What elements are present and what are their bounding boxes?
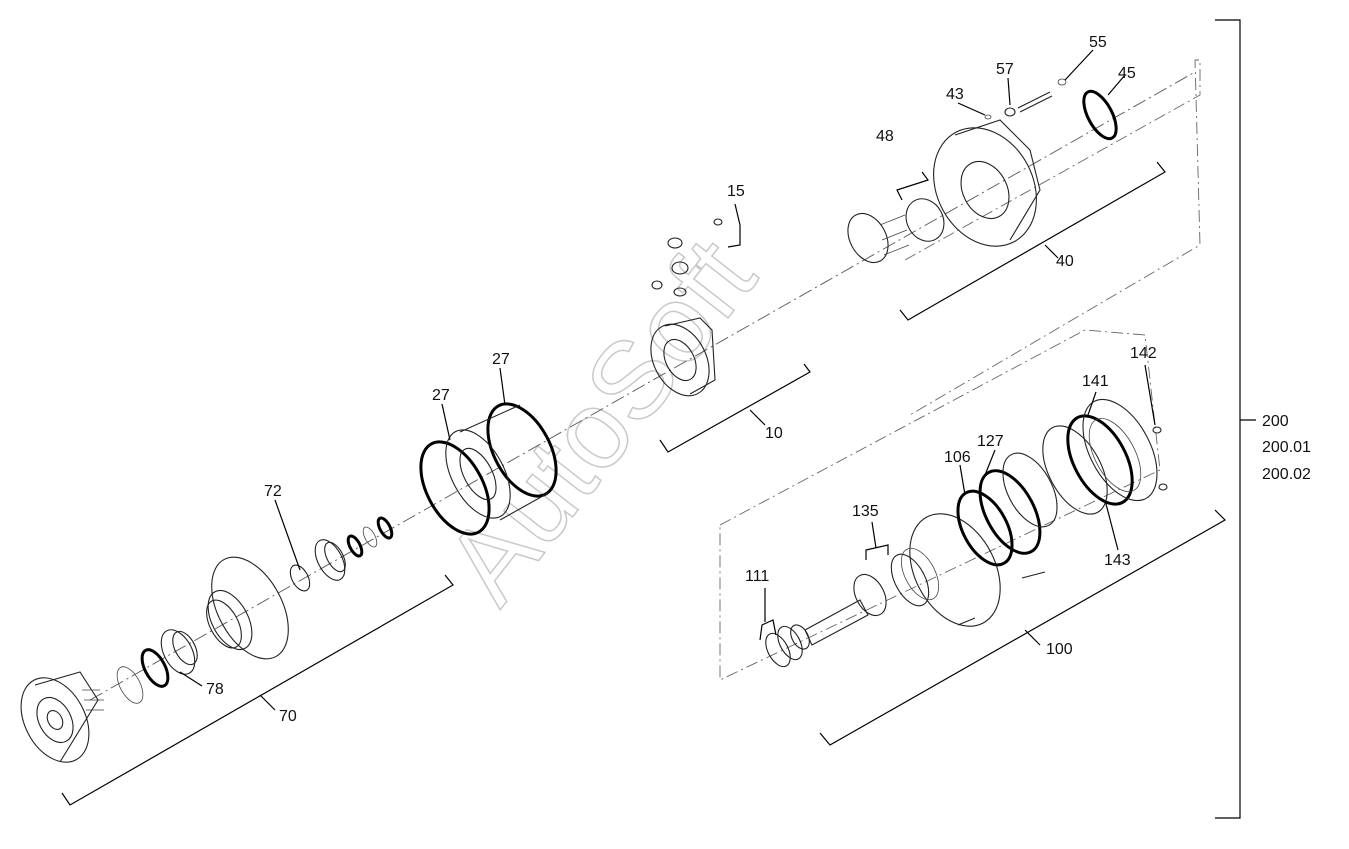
leader-55 xyxy=(1064,49,1094,81)
leader-127 xyxy=(984,449,996,476)
assembly-code-200: 200 xyxy=(1262,413,1289,430)
callout-135: 135 xyxy=(852,503,879,520)
bearing-assembly-70 xyxy=(116,629,198,704)
callout-143: 143 xyxy=(1104,552,1131,569)
group-100-leader xyxy=(819,509,1226,746)
brake-group-box xyxy=(719,329,1161,681)
leader-142 xyxy=(1144,364,1156,426)
group-40-leader xyxy=(899,161,1166,321)
o-ring-127 xyxy=(978,469,1042,555)
output-flange xyxy=(20,671,104,763)
leader-45 xyxy=(1107,74,1126,96)
leader-27b xyxy=(499,367,506,406)
group-100-label-line xyxy=(1024,629,1041,646)
leader-43 xyxy=(957,102,986,116)
group-40-label-line xyxy=(1044,244,1059,259)
bracket-111 xyxy=(759,588,777,641)
callout-106: 106 xyxy=(944,449,971,466)
brake-disc-stack xyxy=(890,513,1001,627)
callout-100: 100 xyxy=(1046,641,1073,658)
group-10-leader xyxy=(659,363,811,453)
cylinder-block xyxy=(650,317,716,397)
plug-57-assembly xyxy=(984,78,1067,120)
callout-57: 57 xyxy=(996,61,1014,78)
callout-55: 55 xyxy=(1089,34,1107,51)
leader-72 xyxy=(274,499,301,571)
brake-cover-141 xyxy=(1082,398,1158,502)
leader-27a xyxy=(441,403,451,441)
callout-72: 72 xyxy=(264,483,282,500)
callout-27-right: 27 xyxy=(492,351,510,368)
housing-group-box xyxy=(904,59,1201,416)
callout-141: 141 xyxy=(1082,373,1109,390)
callout-142: 142 xyxy=(1130,345,1157,362)
cam-ring xyxy=(445,404,551,521)
bearing-72-stack xyxy=(289,516,394,592)
leader-143 xyxy=(1104,499,1119,551)
bracket-15 xyxy=(727,203,741,248)
leader-78 xyxy=(179,671,203,687)
callout-127: 127 xyxy=(977,433,1004,450)
brake-shaft xyxy=(790,573,887,650)
leader-141 xyxy=(1087,391,1097,416)
spring-48 xyxy=(847,198,945,264)
o-ring-27-front xyxy=(419,440,491,536)
callout-78: 78 xyxy=(206,681,224,698)
callout-15: 15 xyxy=(727,183,745,200)
callout-48: 48 xyxy=(876,128,894,145)
center-axis xyxy=(89,71,1196,701)
bolts-142 xyxy=(957,426,1168,626)
leader-57 xyxy=(1007,77,1011,106)
bracket-135 xyxy=(865,521,889,560)
valve-housing xyxy=(933,119,1041,247)
callout-111: 111 xyxy=(745,568,769,585)
o-ring-106 xyxy=(956,489,1014,567)
callout-27-left: 27 xyxy=(432,387,450,404)
group-10-label-line xyxy=(749,409,766,426)
hub-70 xyxy=(206,556,289,660)
callout-10: 10 xyxy=(765,425,783,442)
assembly-code-200-02: 200.02 xyxy=(1262,466,1311,483)
callout-40: 40 xyxy=(1056,253,1074,270)
assembly-code-200-01: 200.01 xyxy=(1262,439,1311,456)
group-70-label-line xyxy=(259,694,276,711)
leader-106 xyxy=(959,464,966,496)
group-70-leader xyxy=(61,574,454,806)
assembly-bracket xyxy=(1215,19,1256,819)
callout-43: 43 xyxy=(946,86,964,103)
bracket-48 xyxy=(896,171,929,201)
piston-parts-15 xyxy=(651,218,723,297)
watermark: AutoSoft xyxy=(422,217,779,625)
callout-70: 70 xyxy=(279,708,297,725)
callout-45: 45 xyxy=(1118,65,1136,82)
brake-piston xyxy=(1002,414,1134,528)
o-ring-45 xyxy=(1082,89,1118,141)
springs-111 xyxy=(765,625,803,668)
